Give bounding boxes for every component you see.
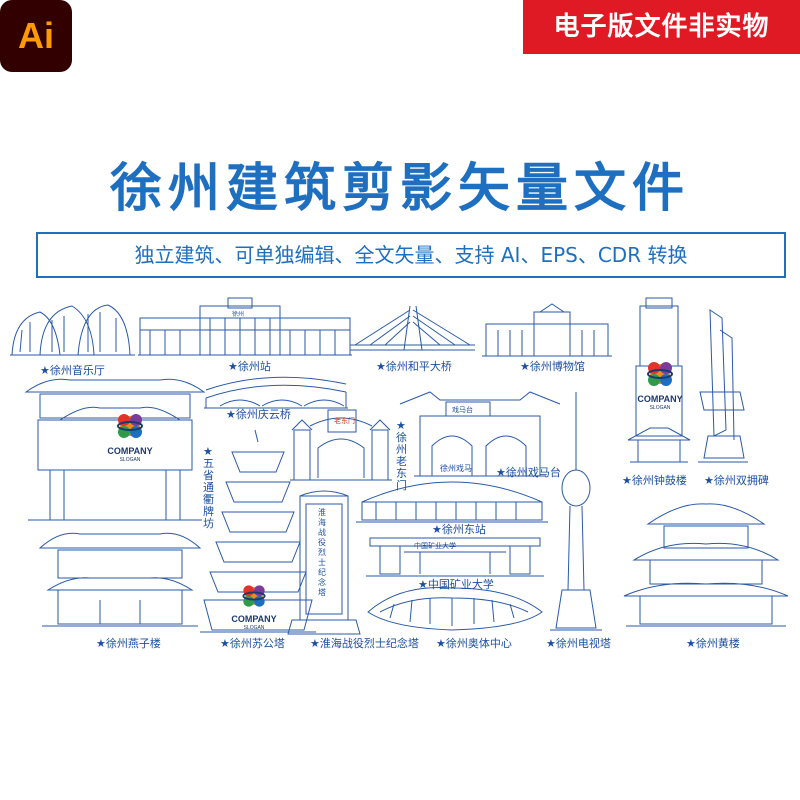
mining-university-drawing	[366, 537, 544, 577]
company-logo-word: COMPANY	[637, 394, 683, 404]
ximatai-plaque: 戏马台	[452, 406, 473, 414]
old-east-gate-drawing	[290, 409, 392, 481]
label-martyrs-monument: ★淮海战役烈士纪念塔	[310, 637, 419, 650]
qingyun-bridge-drawing	[204, 376, 348, 409]
label-double-support-monument: ★徐州双拥碑	[704, 474, 769, 487]
label-peace-bridge: ★徐州和平大桥	[376, 360, 452, 373]
yellow-tower-drawing	[623, 503, 789, 627]
label-swallow-tower: ★徐州燕子楼	[96, 637, 161, 650]
company-logo-icon	[647, 362, 673, 386]
label-qingyun-bridge: ★徐州庆云桥	[226, 408, 291, 421]
digital-file-badge-text: 电子版文件非实物	[553, 12, 770, 42]
company-logo-word: COMPANY	[107, 446, 153, 456]
company-logo-slogan: SLOGAN	[119, 457, 141, 463]
label-memorial-archway: ★五省通衢牌坊	[203, 445, 214, 530]
label-music-hall: ★徐州音乐厅	[40, 364, 105, 377]
company-logo-slogan: SLOGAN	[649, 405, 671, 411]
poster-subtitle: 独立建筑、可单独编辑、全文矢量、支持 AI、EPS、CDR 转换	[134, 243, 688, 267]
ximatai-wall-sign: 徐州戏马	[440, 464, 472, 473]
old-east-gate-sign: 老东门	[334, 417, 355, 425]
label-museum: ★徐州博物馆	[520, 360, 585, 373]
label-olympic-center: ★徐州奥体中心	[436, 637, 512, 650]
olympic-center-drawing	[367, 587, 543, 631]
xuzhou-station-drawing	[138, 297, 352, 356]
label-yellow-tower: ★徐州黄楼	[686, 637, 740, 650]
museum-drawing	[482, 303, 612, 357]
digital-file-badge: 电子版文件非实物	[523, 0, 800, 54]
peace-bridge-drawing	[350, 305, 475, 351]
company-logo-slogan: SLOGAN	[243, 625, 265, 631]
label-xuzhou-station: ★徐州站	[228, 360, 271, 373]
mining-university-gate-sign: 中国矿业大学	[414, 542, 456, 550]
east-station-drawing	[356, 481, 548, 523]
company-logo-icon	[117, 414, 143, 438]
swallow-tower-drawing	[38, 532, 202, 627]
double-support-monument-drawing	[698, 309, 748, 463]
sugong-pagoda-drawing	[200, 429, 316, 633]
label-bell-drum-tower: ★徐州钟鼓楼	[622, 474, 687, 487]
label-old-east-gate: ★徐州老东门	[396, 419, 407, 492]
adobe-illustrator-logo	[0, 0, 72, 72]
station-sign: 徐州	[232, 311, 245, 318]
subtitle-box: 独立建筑、可单独编辑、全文矢量、支持 AI、EPS、CDR 转换	[36, 232, 786, 278]
company-logo-icon	[242, 585, 266, 607]
tv-tower-drawing	[550, 392, 602, 631]
adobe-illustrator-logo-text: Ai	[18, 15, 54, 56]
label-mining-university: ★中国矿业大学	[418, 578, 494, 591]
monument-inscription: 淮海战役烈士纪念塔	[318, 508, 326, 597]
martyrs-monument-drawing	[287, 490, 361, 635]
poster-title: 徐州建筑剪影矢量文件	[109, 159, 690, 219]
music-hall-drawing	[10, 304, 135, 356]
company-logo-word: COMPANY	[231, 614, 277, 624]
label-ximatai: ★徐州戏马台	[496, 466, 561, 479]
label-sugong-pagoda: ★徐州苏公塔	[220, 637, 285, 650]
label-east-station: ★徐州东站	[432, 523, 486, 536]
label-tv-tower: ★徐州电视塔	[546, 637, 611, 650]
ximatai-drawing	[399, 391, 561, 477]
